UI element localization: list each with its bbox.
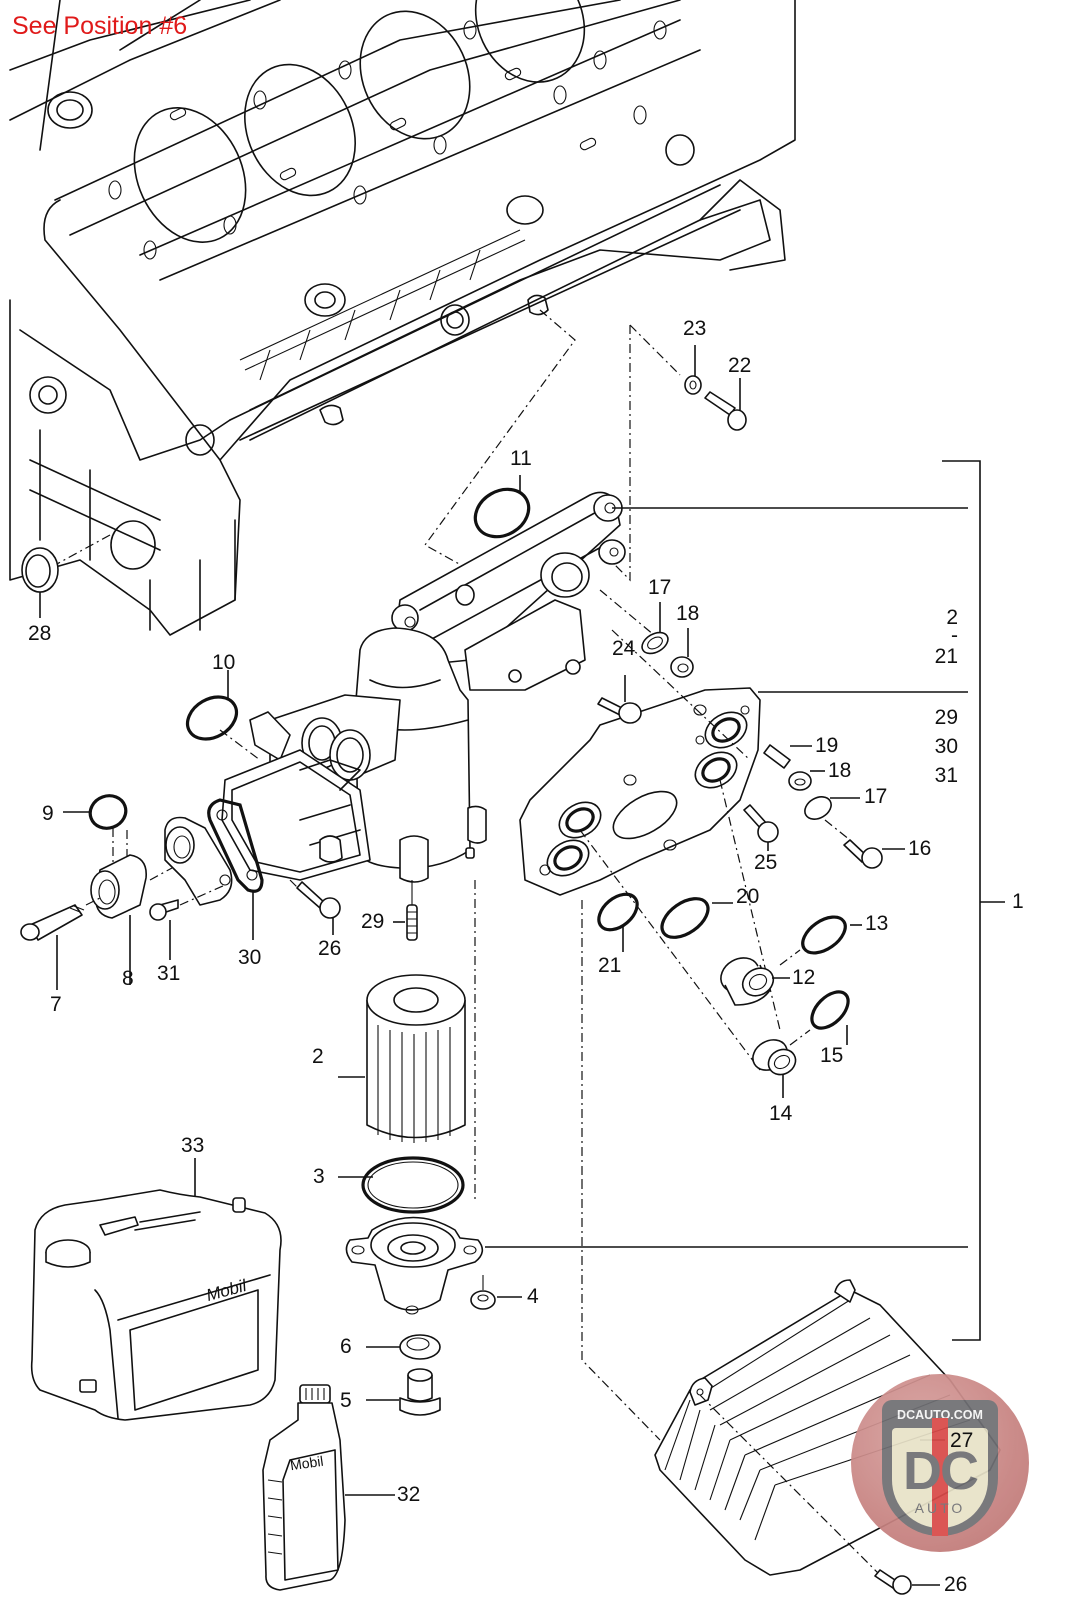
callout-17-lower: 17 [864,785,888,808]
callout-7: 7 [50,993,62,1016]
group-b-item: 31 [934,764,958,787]
part-29-stud [393,880,418,941]
group-b-list: 29 30 31 [918,703,958,790]
callout-25: 25 [754,851,778,874]
callout-12: 12 [792,966,816,989]
logo-url: DCAUTO.COM [897,1408,983,1422]
callout-3: 3 [313,1165,325,1188]
part-32-oil-bottle [262,1384,395,1591]
oil-filter-cap [345,1216,968,1315]
part-6-washer [366,1334,441,1360]
group-b-item: 29 [934,706,958,729]
part-19-sleeve [763,744,812,769]
group-a-from: 2 [946,606,958,629]
part-14-fitting [752,1039,797,1098]
callout-26-upper: 26 [318,937,342,960]
part-12-fitting [720,949,801,1006]
callout-33: 33 [181,1134,205,1157]
group-b-item: 30 [934,735,958,758]
cooler-adapter-plate [519,589,781,1071]
callout-1: 1 [1012,890,1024,913]
part-28-plug [21,547,59,618]
part-24-bolt [597,675,642,724]
part-7-shaft [20,897,101,990]
callout-13: 13 [865,912,889,935]
callout-27: 27 [950,1429,974,1452]
callout-31: 31 [157,962,181,985]
part-25-bolt [743,804,779,851]
logo-word: AUTO [914,1500,966,1516]
part-22-bolt [704,378,747,431]
part-33-oil-canister [30,1158,282,1421]
callout-20: 20 [736,885,760,908]
part-17-lower [804,796,860,820]
part-31-cover-and-bolt [149,816,233,960]
callout-16: 16 [908,837,932,860]
callout-26-lower: 26 [944,1573,968,1596]
group-a-range: 2 - 21 [918,603,958,671]
callout-24: 24 [612,637,636,660]
part-11-oring [473,475,531,539]
callout-28: 28 [28,622,52,645]
part-18-lower [788,770,825,791]
group-a-dash: - [951,624,958,647]
callout-9: 9 [42,802,54,825]
callout-29: 29 [361,910,385,933]
part-18-upper [670,628,694,678]
callout-14: 14 [769,1102,793,1125]
dcauto-watermark-logo: DCAUTO.COM DC AUTO [851,1374,1029,1552]
logo-shield: DCAUTO.COM DC AUTO [882,1400,998,1536]
engine-block [9,0,796,636]
part-3-oring [338,1156,465,1214]
callout-32: 32 [397,1483,421,1506]
callout-11: 11 [510,447,532,470]
callout-6: 6 [340,1335,352,1358]
callout-18-lower: 18 [828,759,852,782]
oil-filter-housing [185,491,626,893]
part-23-washer [684,345,702,395]
assembly-bracket [612,460,1005,1341]
callout-23: 23 [683,317,707,340]
callout-30: 30 [238,946,262,969]
callout-8: 8 [122,967,134,990]
logo-red-bar [932,1418,948,1536]
logo-letters: DC [903,1441,979,1501]
see-position-note: See Position #6 [12,12,188,40]
group-a-to: 21 [934,645,958,668]
part-9-oring [63,794,128,862]
callout-4: 4 [527,1285,539,1308]
callout-21: 21 [598,954,622,977]
part-20-oring [660,897,733,939]
part-17-upper [641,602,669,655]
callout-17-upper: 17 [648,576,672,599]
part-16-bolt [824,819,905,869]
part-26-bolt-upper [289,879,341,935]
part-2-filter-element [338,974,466,1143]
callout-18-upper: 18 [676,602,700,625]
callout-22: 22 [728,354,752,377]
callout-5: 5 [340,1389,352,1412]
callout-15: 15 [820,1044,844,1067]
part-4-nut [470,1275,522,1310]
callout-2: 2 [312,1045,324,1068]
part-5-drain-plug [366,1368,441,1416]
callout-10: 10 [212,651,236,674]
part-21-oring [597,892,639,952]
part-13-oring [801,915,862,955]
part-15-oring [789,990,850,1046]
callout-19: 19 [815,734,839,757]
